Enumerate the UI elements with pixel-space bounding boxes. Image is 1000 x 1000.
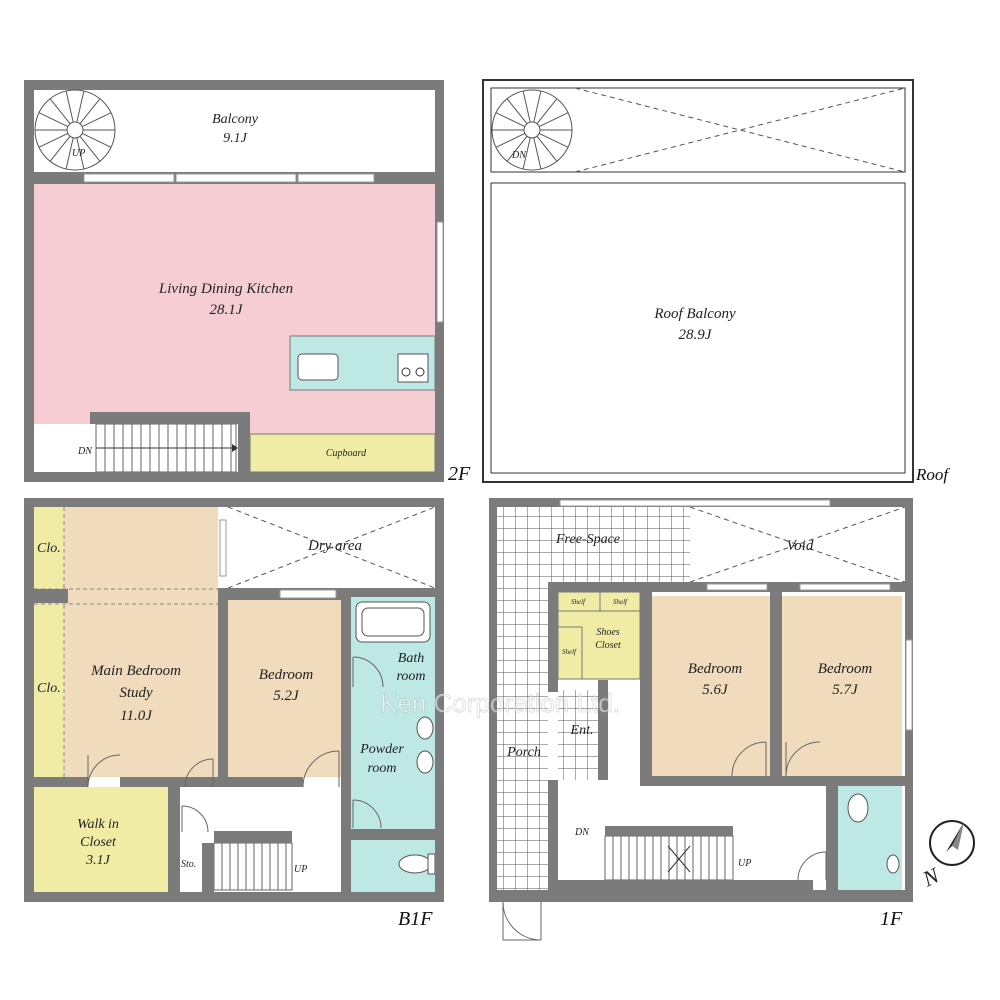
label-bedroom-5-6: Bedroom bbox=[688, 661, 743, 677]
spiral-stair-roof bbox=[491, 89, 573, 171]
label-shoes-closet: Closet bbox=[595, 640, 621, 651]
label-study: Study bbox=[119, 685, 153, 701]
label-powder: Powder bbox=[359, 742, 404, 757]
room-bedroom-b1 bbox=[228, 600, 341, 777]
label-void: Void bbox=[787, 538, 814, 554]
room-walk-in-closet bbox=[34, 787, 168, 892]
size-main-bedroom: 11.0J bbox=[120, 708, 153, 724]
stair-b1 bbox=[213, 842, 293, 891]
compass-label: N bbox=[918, 862, 944, 892]
toilet-icon bbox=[398, 854, 432, 874]
tag-2f: 2F bbox=[448, 463, 471, 485]
label-clo-mid: Clo. bbox=[37, 681, 61, 696]
size-bedroom-b1: 5.2J bbox=[273, 688, 300, 704]
watermark: Ken Corporation Ltd. bbox=[380, 688, 620, 718]
area-free-space bbox=[497, 507, 690, 890]
tag-roof: Roof bbox=[915, 465, 950, 484]
label-free-space: Free-Space bbox=[555, 532, 620, 547]
label-stair-up-1f: UP bbox=[738, 858, 751, 869]
label-roof-balcony: Roof Balcony bbox=[653, 306, 736, 322]
label-shoes: Shoes bbox=[596, 627, 619, 638]
sink-icon bbox=[297, 353, 339, 381]
label-shelf-2: Shelf bbox=[613, 598, 628, 606]
size-roof-balcony: 28.9J bbox=[679, 327, 713, 343]
label-powder-room: room bbox=[367, 761, 396, 776]
label-stair-up-b1: UP bbox=[294, 864, 307, 875]
stair-1f bbox=[604, 835, 734, 881]
size-balcony: 9.1J bbox=[223, 131, 248, 146]
floor-b1f: Clo. Clo. Dry area Main Bedroom Study 11… bbox=[24, 498, 444, 930]
room-bedroom-5-7 bbox=[782, 596, 902, 776]
label-stair-up-2f: UP bbox=[72, 148, 85, 159]
floor-roof: Roof Balcony 28.9J DN Roof bbox=[482, 79, 950, 484]
label-bedroom-b1: Bedroom bbox=[259, 667, 314, 683]
label-main-bedroom: Main Bedroom bbox=[90, 663, 181, 679]
label-bedroom-5-7: Bedroom bbox=[818, 661, 873, 677]
toilet-icon bbox=[847, 793, 869, 823]
label-stair-dn-2f: DN bbox=[77, 446, 93, 457]
basin-icon bbox=[416, 750, 434, 774]
room-toilet-1f bbox=[838, 786, 902, 890]
label-dry-area: Dry area bbox=[307, 538, 362, 554]
label-shelf-3: Shelf bbox=[562, 648, 577, 656]
tag-1f: 1F bbox=[880, 908, 903, 930]
label-clo-top: Clo. bbox=[37, 541, 61, 556]
stove-icon bbox=[397, 353, 429, 383]
tag-b1f: B1F bbox=[398, 908, 433, 930]
basin-icon bbox=[416, 716, 434, 740]
label-bath: Bath bbox=[398, 651, 424, 666]
closet-mid bbox=[34, 603, 64, 777]
floor-1f: Free-Space Void Shelf Shelf Shelf Shoes … bbox=[489, 498, 913, 941]
label-walk-in-closet: Closet bbox=[80, 835, 117, 850]
basin-icon bbox=[886, 854, 900, 874]
room-cupboard bbox=[249, 433, 436, 473]
area-entrance bbox=[558, 690, 598, 780]
label-sto: Sto. bbox=[181, 859, 196, 870]
label-stair-dn-1f: DN bbox=[574, 827, 590, 838]
compass: N bbox=[918, 820, 975, 892]
label-walk-in: Walk in bbox=[77, 817, 119, 832]
label-balcony: Balcony bbox=[212, 112, 259, 127]
floor-2f: Balcony 9.1J Living Dining Kitchen 28.1J… bbox=[24, 80, 471, 485]
room-main-bedroom bbox=[34, 507, 218, 777]
stair-2f bbox=[95, 423, 238, 473]
label-ent: Ent. bbox=[570, 723, 594, 738]
spiral-stair-2f bbox=[34, 89, 116, 171]
size-ldk: 28.1J bbox=[210, 302, 244, 318]
label-ldk: Living Dining Kitchen bbox=[158, 281, 293, 297]
size-bedroom-5-6: 5.6J bbox=[702, 682, 729, 698]
label-cupboard: Cupboard bbox=[326, 448, 367, 459]
label-stair-dn-roof: DN bbox=[511, 150, 527, 161]
label-shelf-1: Shelf bbox=[571, 598, 586, 606]
size-walk-in: 3.1J bbox=[85, 853, 111, 868]
size-bedroom-5-7: 5.7J bbox=[832, 682, 859, 698]
closet-top bbox=[34, 507, 64, 591]
label-porch: Porch bbox=[506, 745, 541, 760]
label-bathroom: room bbox=[396, 669, 425, 684]
